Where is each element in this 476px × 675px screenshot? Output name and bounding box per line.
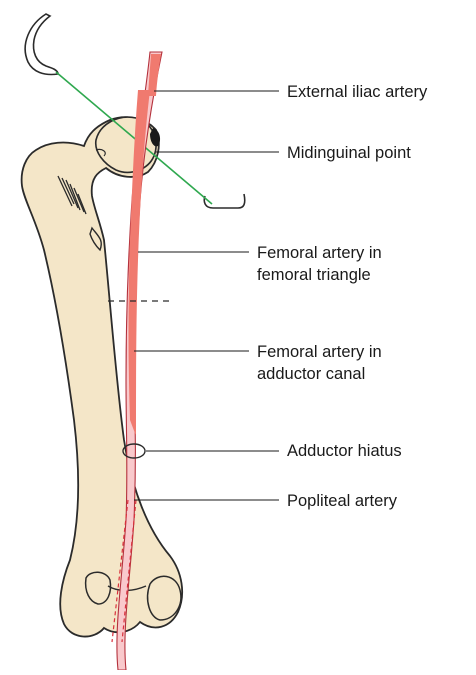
iliac-spine-outline	[25, 14, 58, 75]
label-external-iliac-artery: External iliac artery	[287, 81, 427, 103]
femur-shaft	[22, 117, 183, 636]
label-adductor-canal-line1: Femoral artery in	[257, 341, 382, 363]
label-adductor-canal: Femoral artery in adductor canal	[257, 341, 382, 385]
femur-bone	[22, 117, 183, 636]
pubic-tubercle-outline	[204, 194, 244, 208]
label-adductor-canal-line2: adductor canal	[257, 363, 382, 385]
label-femoral-triangle: Femoral artery in femoral triangle	[257, 242, 382, 286]
label-popliteal-artery: Popliteal artery	[287, 490, 397, 512]
label-femoral-triangle-line1: Femoral artery in	[257, 242, 382, 264]
label-adductor-hiatus: Adductor hiatus	[287, 440, 402, 462]
label-midinguinal-point: Midinguinal point	[287, 142, 411, 164]
label-femoral-triangle-line2: femoral triangle	[257, 264, 382, 286]
